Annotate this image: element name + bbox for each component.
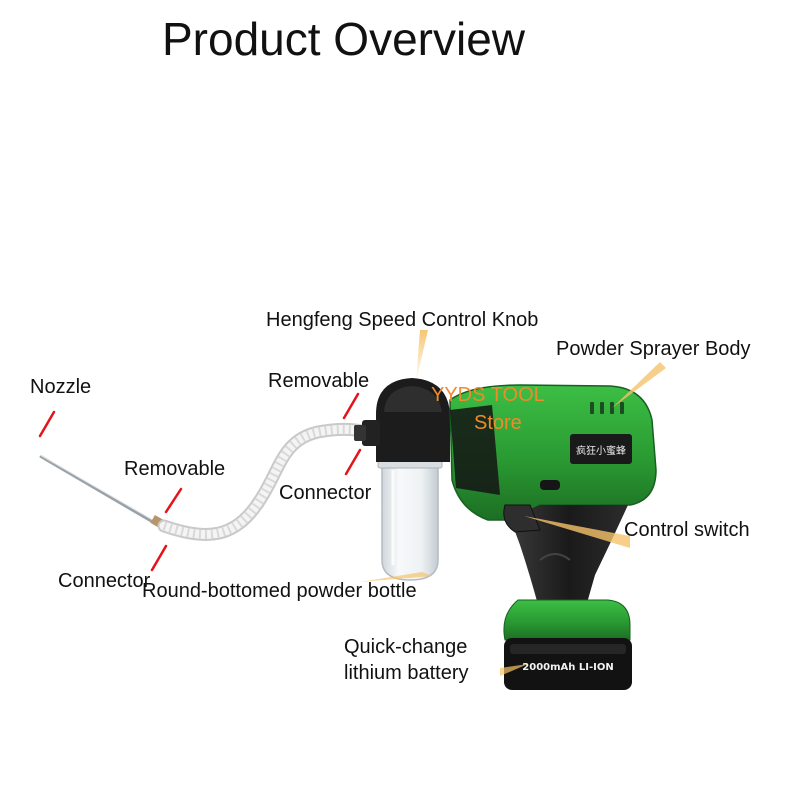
pointer-removable-left [164, 487, 183, 514]
brand-plate-text: 疯狂小蜜蜂 [576, 444, 626, 457]
battery-capacity-text: 2000mAh LI-ION [522, 662, 613, 673]
pointer-removable-top [342, 392, 360, 420]
label-removable-left: Removable [124, 458, 226, 480]
pointer-body [612, 362, 666, 408]
label-battery-line2: lithium battery [344, 662, 469, 684]
watermark-line2: Store [474, 412, 522, 434]
label-knob: Hengfeng Speed Control Knob [266, 309, 539, 331]
label-bottle: Round-bottomed powder bottle [142, 580, 417, 602]
label-nozzle: Nozzle [30, 376, 92, 398]
label-connector-mid: Connector [279, 482, 372, 504]
sprayer-body: 疯狂小蜜蜂 [449, 384, 657, 521]
pointer-bottle [360, 572, 432, 582]
label-body: Powder Sprayer Body [556, 338, 751, 360]
page-title: Product Overview [162, 13, 526, 65]
powder-bottle [377, 455, 443, 581]
pointer-knob [416, 330, 428, 382]
pointer-nozzle [38, 410, 56, 438]
speed-control-knob [354, 378, 450, 462]
watermark-line1: YYDS TOOL [431, 384, 545, 406]
pointer-connector-left [150, 544, 168, 572]
label-control-switch: Control switch [624, 519, 750, 541]
control-switch [503, 504, 541, 533]
label-connector-left: Connector [58, 570, 151, 592]
pointer-control-switch [524, 516, 630, 548]
label-removable-top: Removable [268, 370, 370, 392]
pointer-connector-mid [344, 448, 362, 476]
pointer-battery [500, 664, 528, 676]
label-battery-line1: Quick-change [344, 636, 468, 658]
handle [503, 504, 628, 612]
lithium-battery: 2000mAh LI-ION [503, 599, 632, 690]
flexible-hose [157, 422, 375, 541]
